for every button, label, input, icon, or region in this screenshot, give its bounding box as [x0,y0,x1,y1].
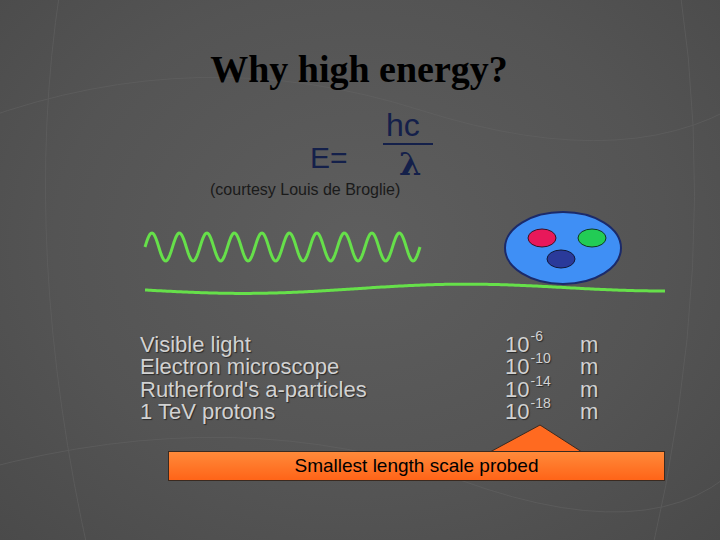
length-unit: m [580,356,598,378]
credit-note: (courtesy Louis de Broglie) [210,182,400,198]
length-exponent: -14 [530,374,550,388]
length-base: 10 [505,379,529,401]
formula-numerator: hc [386,109,420,141]
probe-name: 1 TeV protons [140,401,275,423]
callout-text: Smallest length scale probed [169,455,664,478]
texture-line [45,0,90,540]
fraction-bar [383,143,433,145]
length-exponent: -10 [530,351,550,365]
length-unit: m [580,379,598,401]
length-exponent: -6 [530,329,542,343]
slide-title: Why high energy? [210,50,508,88]
callout-box: Smallest length scale probed [168,451,665,481]
short-wave [145,233,420,261]
length-base: 10 [505,334,529,356]
length-exponent: -18 [530,396,550,410]
formula-part: E= [310,143,348,173]
texture-line [0,437,720,512]
proton-sketch [505,212,621,284]
quark-green [578,229,606,247]
probe-name: Electron microscope [140,356,339,378]
callout-pointer [490,425,582,452]
long-wave [145,284,665,293]
quark-blue [547,250,575,268]
quark-red [528,229,556,247]
length-base: 10 [505,356,529,378]
proton-body [505,212,621,284]
probe-name: Rutherford's a-particles [140,379,367,401]
length-unit: m [580,401,598,423]
probe-name: Visible light [140,334,251,356]
length-base: 10 [505,401,529,423]
formula-denominator: λ [399,148,421,180]
length-unit: m [580,334,598,356]
